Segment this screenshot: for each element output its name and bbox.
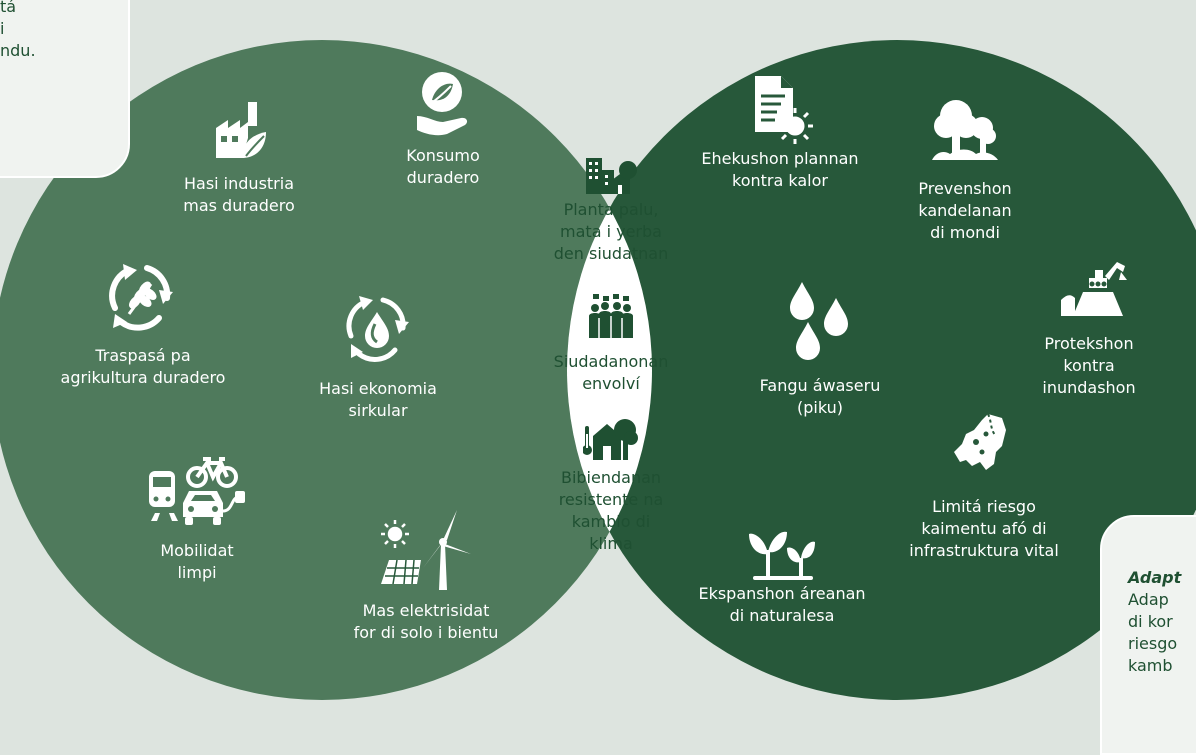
city-tree-icon xyxy=(586,158,637,194)
adaptation-item-ehekushon: Ehekushon plannan kontra kalor xyxy=(701,149,859,190)
factory-leaf-icon xyxy=(216,102,266,158)
adaptation-note-text: Adap di kor riesgo kamb xyxy=(1128,590,1178,675)
sprouts-icon xyxy=(749,531,815,580)
adaptation-item-limita: Limitá riesgo kaimentu afó di infrastruk… xyxy=(909,497,1059,560)
mitigation-item-agrikultura: Traspasá pa agrikultura duradero xyxy=(60,346,226,387)
adaptation-item-fangu: Fangu áwaseru (piku) xyxy=(759,376,881,417)
mitigation-item-industria: Hasi industria mas duradero xyxy=(183,174,295,215)
venn-diagram xyxy=(0,40,1196,700)
adaptation-note-title: Adapt xyxy=(1128,568,1182,587)
wheat-recycle-icon xyxy=(109,264,173,331)
mitigation-item-konsumo: Konsumo duradero xyxy=(406,146,480,187)
house-thermometer-icon xyxy=(583,419,638,460)
water-drops-icon xyxy=(790,282,848,360)
adaptation-item-prevenshon: Prevenshon kandelanan di mondi xyxy=(918,179,1012,242)
mitigation-item-ekonomia: Hasi ekonomia sirkular xyxy=(319,379,437,420)
train-bike-car-icon xyxy=(149,457,245,525)
mitigation-item-mobilidat: Mobilidat limpi xyxy=(160,541,234,582)
hand-leaf-icon xyxy=(417,72,468,136)
adaptation-item-ekspanshon: Ekspanshon áreanan di naturalesa xyxy=(698,584,866,625)
mitigation-item-elektrisidat: Mas elektrisidat for di solo i bientu xyxy=(353,601,499,642)
dike-excavator-icon xyxy=(1061,262,1127,316)
adaptation-item-protekshon: Protekshon kontra inundashon xyxy=(1042,334,1136,397)
solar-wind-icon xyxy=(381,510,471,590)
overlap-item-siudadanonan: Siudadanonan envolví xyxy=(553,352,669,393)
mitigation-note-text: n tá i ndu. xyxy=(0,0,36,60)
forest-icon xyxy=(932,100,998,160)
water-recycle-icon xyxy=(346,296,409,362)
mitigation-circle xyxy=(0,40,652,700)
adaptation-circle xyxy=(567,40,1196,700)
adaptation-note-card: Adapt Adap di kor riesgo kamb xyxy=(1100,515,1196,755)
overlap-item-bibiendanan: Bibiendanan resistente na kambio di klim… xyxy=(558,468,664,553)
map-icon xyxy=(954,413,1006,470)
overlap-item-planta: Planta palu, mata i yerba den siudatnan xyxy=(553,200,669,263)
document-sun-icon xyxy=(755,76,813,144)
mitigation-note-card: n tá i ndu. xyxy=(0,0,130,178)
people-group-icon xyxy=(589,294,633,338)
